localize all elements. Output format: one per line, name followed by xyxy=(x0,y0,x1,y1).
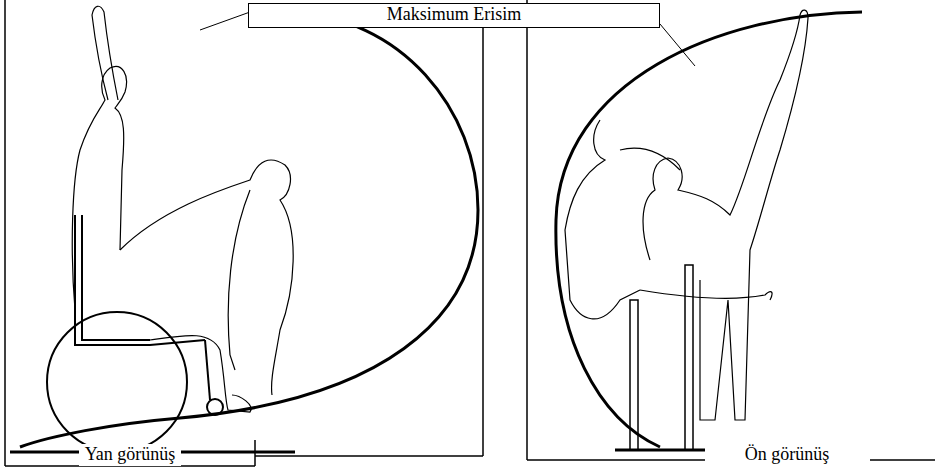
wheelchair-side xyxy=(10,215,295,452)
view-caption: Ön görünüş xyxy=(739,444,836,466)
callout-box: Maksimum Erisim xyxy=(248,3,660,28)
panel-frames xyxy=(5,0,935,466)
view-caption: Yan görünüş xyxy=(79,444,182,466)
person-figures-side xyxy=(72,6,293,412)
person-figures-front xyxy=(565,10,808,420)
callout-text: Maksimum Erisim xyxy=(387,5,522,25)
reach-envelope xyxy=(20,12,862,447)
